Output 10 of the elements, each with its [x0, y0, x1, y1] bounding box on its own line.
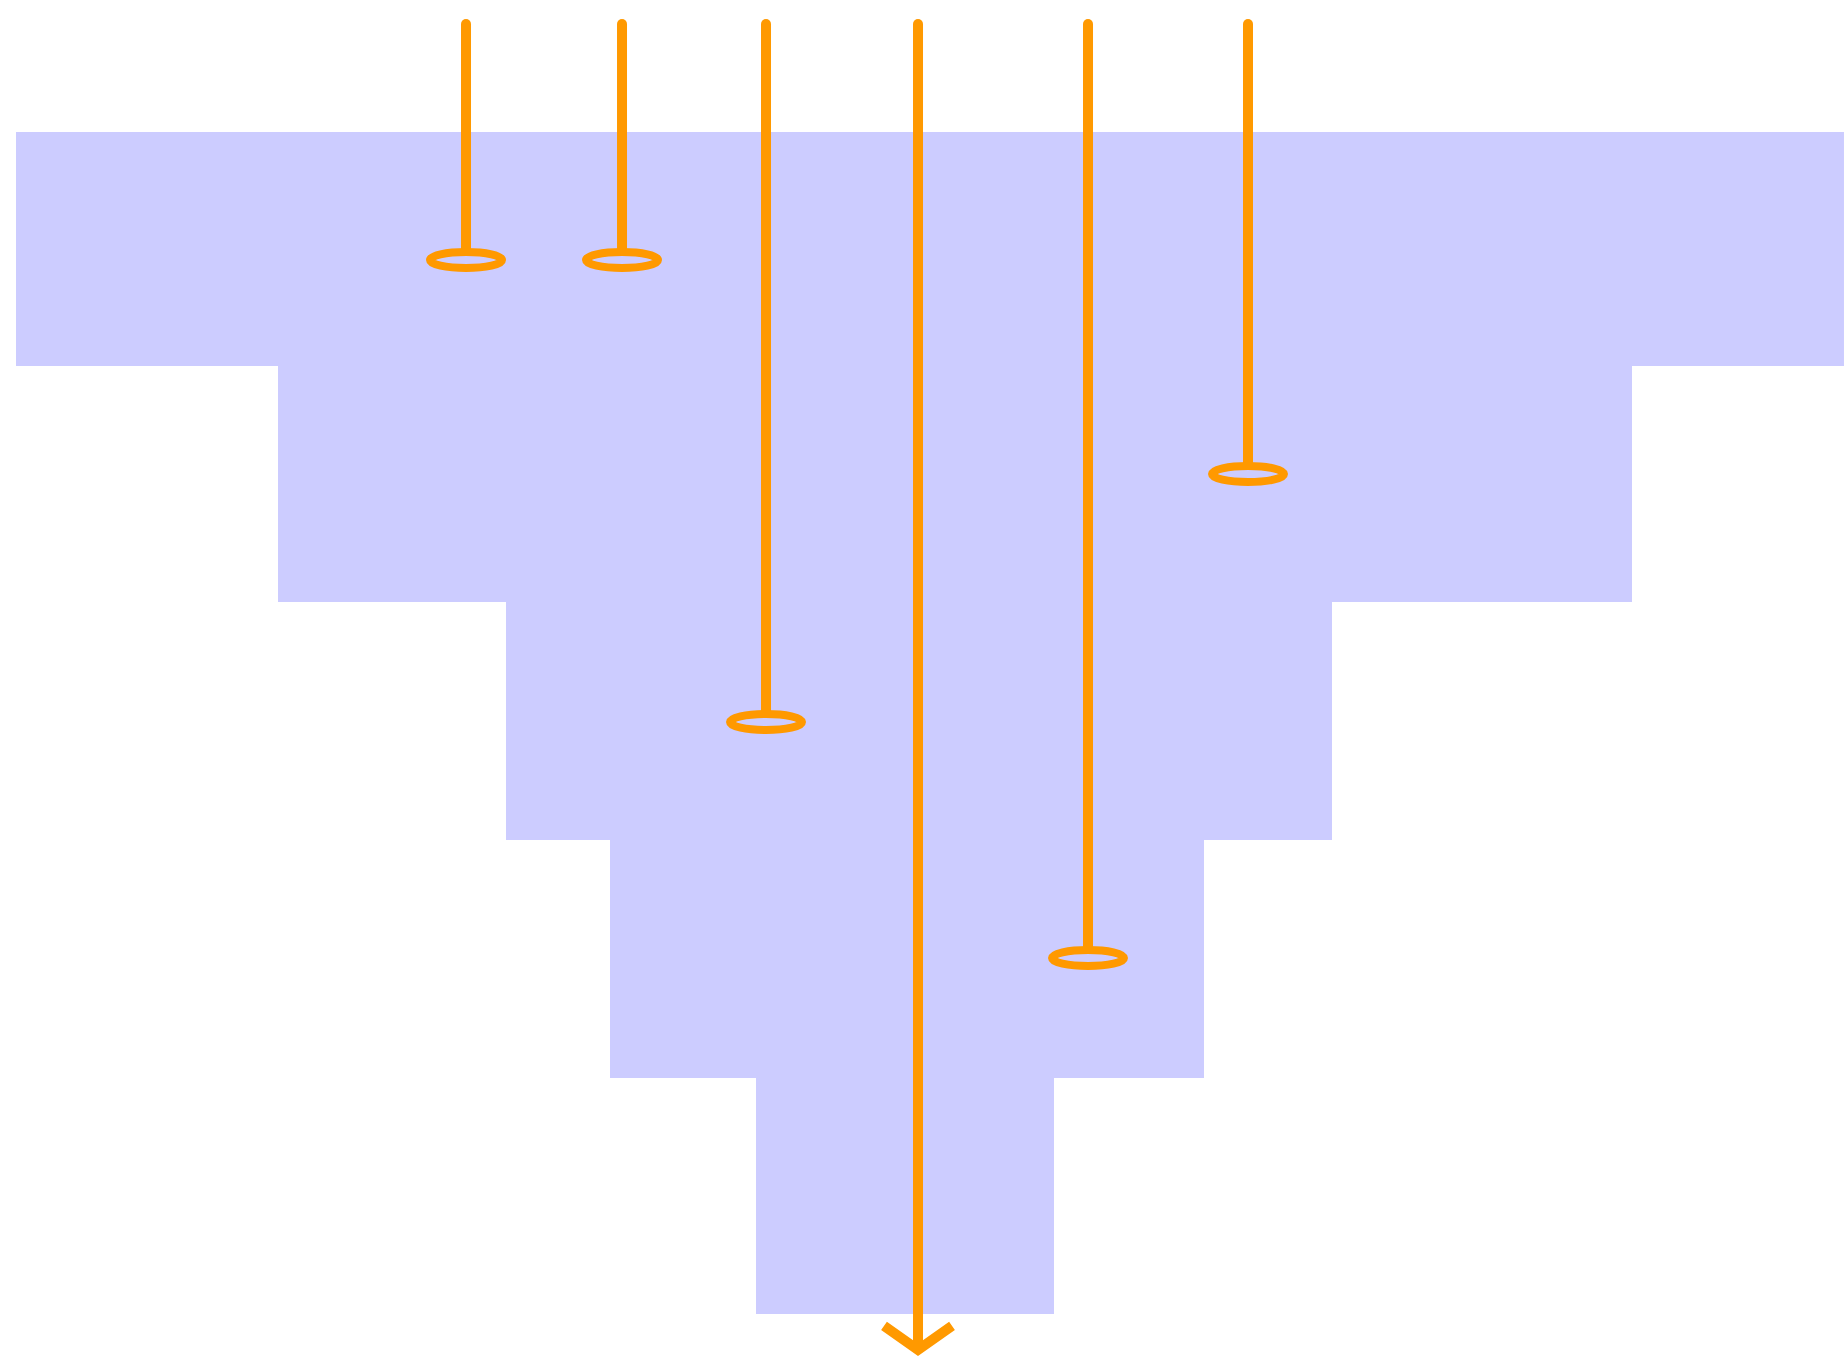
funnel-band [16, 132, 1844, 366]
pin-line [726, 19, 806, 734]
pin-line [1048, 19, 1128, 970]
pin-line [582, 19, 662, 272]
pin-line [426, 19, 506, 272]
funnel-band [756, 1078, 1054, 1314]
arrow [881, 19, 955, 1356]
pin-line [1208, 19, 1288, 486]
funnel-band [278, 366, 1632, 602]
funnel-band [506, 602, 1332, 840]
